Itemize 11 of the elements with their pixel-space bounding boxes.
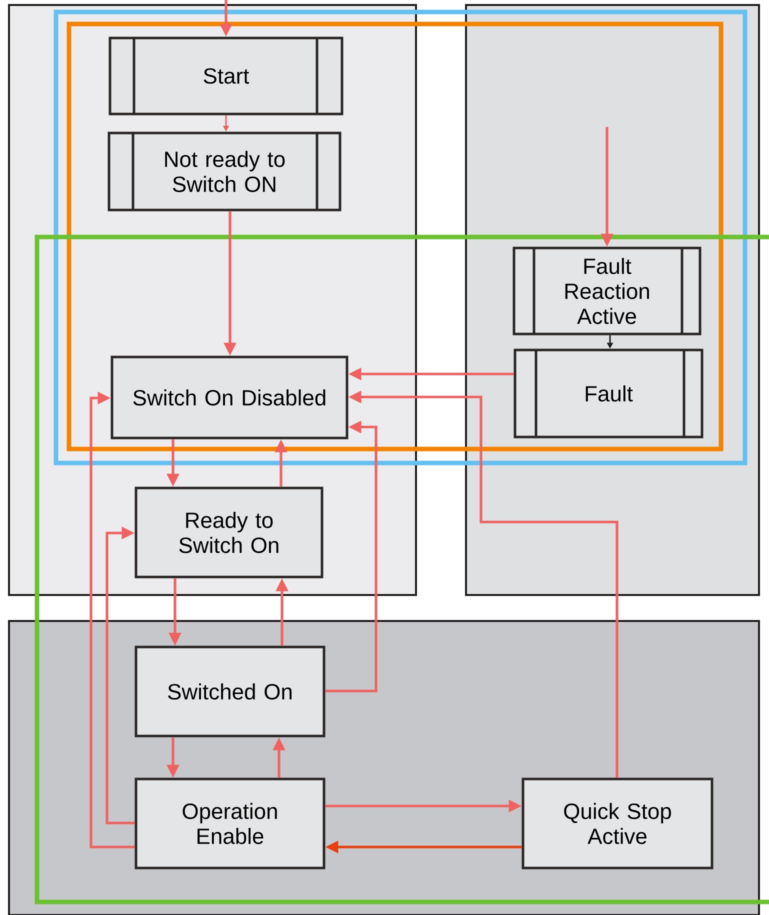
arrow — [106, 526, 135, 824]
state-box: Start — [108, 36, 344, 116]
state-box: Not ready to Switch ON — [108, 132, 342, 212]
state-box: Fault — [514, 348, 704, 438]
arrow — [90, 392, 135, 848]
state-box: Ready to Switch On — [134, 486, 324, 578]
state-box: Switch On Disabled — [110, 356, 348, 440]
state-box: Quick Stop Active — [522, 778, 714, 870]
state-box: Switched On — [134, 646, 326, 738]
state-box: Operation Enable — [134, 778, 326, 870]
state-box: Fault Reaction Active — [512, 246, 702, 336]
